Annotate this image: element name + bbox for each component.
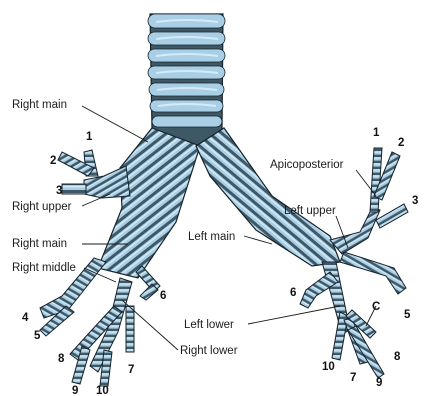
label-right-main-top: Right main [12, 99, 67, 111]
left-main-bronchus [196, 128, 340, 266]
segment-number-right-3: 3 [56, 185, 62, 197]
segment-number-left-10: 10 [322, 361, 335, 373]
label-right-lower: Right lower [180, 345, 238, 357]
segment-number-left-2: 2 [398, 137, 404, 149]
segment-number-right-9: 9 [72, 385, 78, 396]
segment-number-right-2: 2 [50, 155, 56, 167]
label-right-main-lower: Right main [12, 238, 67, 250]
segment-number-right-5: 5 [34, 330, 41, 342]
segment-number-right-4: 4 [22, 312, 29, 324]
segment-number-right-7: 7 [128, 364, 134, 376]
label-left-main: Left main [188, 231, 235, 243]
label-right-upper: Right upper [12, 201, 72, 213]
right-main-bronchus [98, 128, 200, 278]
left-lower-lobe-bronchus [300, 262, 384, 378]
segment-number-left-7: 7 [350, 372, 356, 384]
segment-number-left-5: 5 [404, 309, 411, 321]
label-apicoposterior: Apicoposterior [270, 159, 344, 171]
right-upper-lobe-bronchus [58, 150, 130, 198]
segment-number-left-1: 1 [373, 127, 380, 139]
segment-number-right-1: 1 [86, 131, 93, 143]
label-right-middle: Right middle [12, 262, 76, 274]
label-left-lower: Left lower [184, 319, 234, 331]
label-left-upper: Left upper [284, 205, 336, 217]
right-lower-tree [40, 258, 160, 386]
trachea [148, 14, 225, 150]
segment-number-left-3: 3 [412, 195, 418, 207]
segment-number-right-8: 8 [58, 353, 65, 365]
segment-number-right-10: 10 [96, 385, 109, 396]
segment-number-left-6: 6 [290, 287, 296, 299]
segment-number-right-6: 6 [160, 290, 166, 302]
segment-number-left-8: 8 [394, 351, 401, 363]
segment-number-left-9: 9 [376, 377, 382, 389]
segment-number-left-c: C [372, 301, 380, 313]
